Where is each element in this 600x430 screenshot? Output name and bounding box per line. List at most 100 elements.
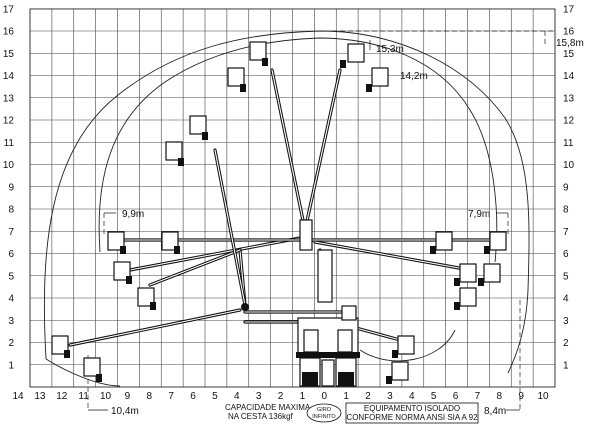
grid	[29, 8, 556, 388]
y-tick-label-right: 11	[563, 138, 574, 149]
x-tick-label: 14	[12, 391, 24, 402]
boom-arm-upper-right	[303, 68, 342, 232]
x-tick-label: 4	[409, 391, 415, 402]
y-tick-label-left: 15	[3, 49, 15, 60]
y-tick-label-right: 1	[563, 360, 569, 371]
outer-envelope-curve	[43, 30, 530, 374]
capacity-note: CAPACIDADE MAXIMA NA CESTA 136kgf	[225, 403, 311, 421]
x-tick-label: 2	[278, 391, 284, 402]
bucket-left-high-1	[189, 115, 208, 140]
bucket-upper-right-2	[366, 67, 389, 92]
height-upper-2-label: 14,2m	[400, 71, 428, 82]
bucket-lower-left-2	[83, 357, 102, 382]
y-tick-label-right: 12	[563, 116, 575, 127]
x-tick-label: 10	[100, 391, 112, 402]
capacity-line-2: NA CESTA 136kgf	[228, 412, 294, 421]
bucket-left-horizontal-1	[107, 231, 126, 254]
y-tick-label-right: 14	[563, 71, 575, 82]
max-height-label: 15,8m	[556, 38, 584, 49]
x-tick-label: 9	[518, 391, 524, 402]
y-tick-label-left: 16	[3, 27, 15, 38]
rotation-badge: GIRO INFINITO	[306, 403, 342, 423]
x-tick-label: 0	[321, 391, 327, 402]
x-tick-label: 7	[475, 391, 481, 402]
truck-base	[296, 305, 360, 387]
boom-arm-lower-left	[68, 308, 242, 347]
x-tick-label: 8	[146, 391, 152, 402]
x-tick-label: 9	[125, 391, 131, 402]
insulated-line-2: CONFORME NORMA ANSI SIA A 92	[346, 413, 478, 422]
y-tick-label-right: 13	[563, 93, 575, 104]
bucket-upper-left-2	[227, 67, 246, 92]
reach-right-mid-label: 7,9m	[468, 209, 490, 220]
y-tick-label-left: 13	[3, 93, 15, 104]
x-tick-label: 5	[431, 391, 437, 402]
y-tick-label-right: 10	[563, 160, 575, 171]
y-tick-label-left: 3	[8, 316, 14, 327]
x-tick-label: 12	[56, 391, 68, 402]
lower-envelope-right	[359, 329, 456, 362]
insulated-line-1: EQUIPAMENTO ISOLADO	[364, 404, 460, 413]
y-tick-label-left: 10	[3, 160, 15, 171]
x-tick-label: 2	[365, 391, 371, 402]
x-tick-label: 5	[212, 391, 218, 402]
boom-arm-upper-left	[270, 68, 307, 232]
x-tick-label: 10	[537, 391, 549, 402]
bucket-right-mid-1	[454, 263, 477, 286]
y-tick-label-left: 12	[3, 116, 15, 127]
rotation-line-2: INFINITO	[312, 414, 336, 420]
rotation-line-1: GIRO	[317, 407, 332, 413]
bucket-left-horizontal-2	[161, 231, 180, 254]
bucket-lower-right-1	[392, 335, 415, 358]
x-tick-label: 1	[300, 391, 306, 402]
y-tick-label-left: 1	[8, 360, 14, 371]
grid-border	[29, 8, 556, 388]
x-tick-label: 8	[496, 391, 502, 402]
y-tick-label-left: 7	[8, 227, 14, 238]
y-tick-label-right: 16	[563, 27, 575, 38]
buckets	[51, 41, 507, 384]
bucket-upper-right-1	[340, 43, 365, 68]
bucket-left-high-2	[165, 141, 184, 166]
y-tick-label-left: 6	[8, 249, 14, 260]
boom-arm-left-high	[213, 148, 247, 307]
x-tick-label: 4	[234, 391, 240, 402]
dimension-labels: 15,8m 15,3m 14,2m 9,9m 7,9m 10,4m 8,4m	[88, 38, 584, 417]
x-tick-label: 6	[453, 391, 459, 402]
x-tick-label: 11	[78, 391, 89, 402]
reach-left-max-label: 10,4m	[111, 406, 139, 417]
boom-arm-right-mid-low	[313, 240, 472, 272]
bucket-lower-left-1	[51, 335, 70, 358]
y-tick-label-right: 17	[563, 4, 575, 15]
y-tick-label-right: 9	[563, 182, 569, 193]
y-tick-label-right: 8	[563, 205, 569, 216]
y-tick-label-right: 5	[563, 271, 569, 282]
boom-arm-left-mid-low	[128, 236, 302, 272]
insulated-note: EQUIPAMENTO ISOLADO CONFORME NORMA ANSI …	[345, 402, 479, 424]
y-tick-label-right: 7	[563, 227, 569, 238]
height-upper-1-label: 15,3m	[376, 44, 404, 55]
x-tick-label: 1	[343, 391, 349, 402]
y-tick-label-right: 3	[563, 316, 569, 327]
bucket-left-mid-1	[113, 261, 132, 284]
bucket-right-horizontal-2	[484, 231, 507, 254]
inner-envelope-curve	[98, 37, 498, 263]
x-tick-label: 13	[34, 391, 46, 402]
y-tick-label-left: 8	[8, 205, 14, 216]
y-tick-label-left: 4	[8, 294, 14, 305]
x-tick-label: 3	[256, 391, 262, 402]
x-tick-label: 3	[387, 391, 393, 402]
bucket-right-mid-2	[478, 263, 501, 286]
turret-joints	[241, 219, 333, 311]
bucket-right-horizontal-1	[430, 231, 453, 254]
bucket-upper-left-1	[249, 41, 268, 66]
y-tick-label-right: 4	[563, 294, 569, 305]
y-tick-label-right: 6	[563, 249, 569, 260]
boom-arms	[68, 68, 492, 347]
y-tick-label-right: 2	[563, 338, 569, 349]
